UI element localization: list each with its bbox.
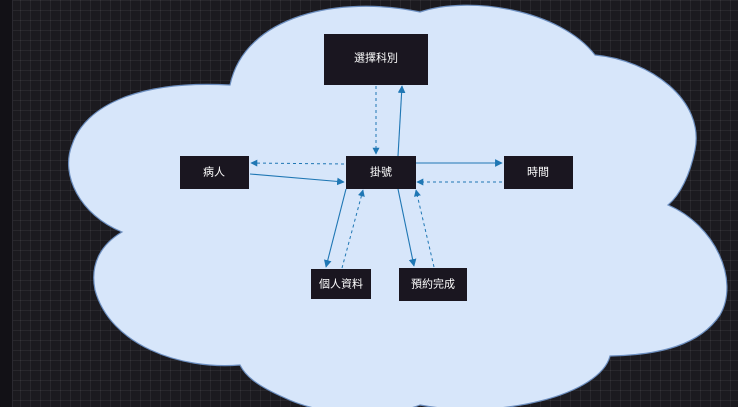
node-patient[interactable]: 病人 [180, 156, 249, 189]
node-patient-label: 病人 [203, 165, 225, 179]
node-time[interactable]: 時間 [504, 156, 573, 189]
edge-registration-to-personal-info [323, 188, 347, 268]
edge-patient-to-registration [249, 173, 345, 186]
edge-booking-complete-to-registration [414, 189, 435, 268]
edges [249, 85, 503, 269]
node-time-label: 時間 [527, 166, 549, 179]
node-personal-info[interactable]: 個人資料 [311, 269, 371, 299]
node-booking-complete[interactable]: 預約完成 [399, 268, 467, 301]
cloud-shape [68, 4, 728, 407]
node-select-department[interactable]: 選擇科別 [324, 34, 428, 85]
node-personal-info-label: 個人資料 [319, 277, 363, 291]
edge-registration-to-booking-complete [397, 188, 417, 267]
node-select-department-label: 選擇科別 [354, 51, 398, 65]
left-panel-edge [0, 0, 13, 407]
node-registration-label: 掛號 [370, 165, 392, 179]
edge-registration-to-select-department [397, 85, 406, 157]
node-registration[interactable]: 掛號 [346, 156, 416, 189]
edge-personal-info-to-registration [341, 189, 365, 269]
node-booking-complete-label: 預約完成 [411, 277, 455, 291]
